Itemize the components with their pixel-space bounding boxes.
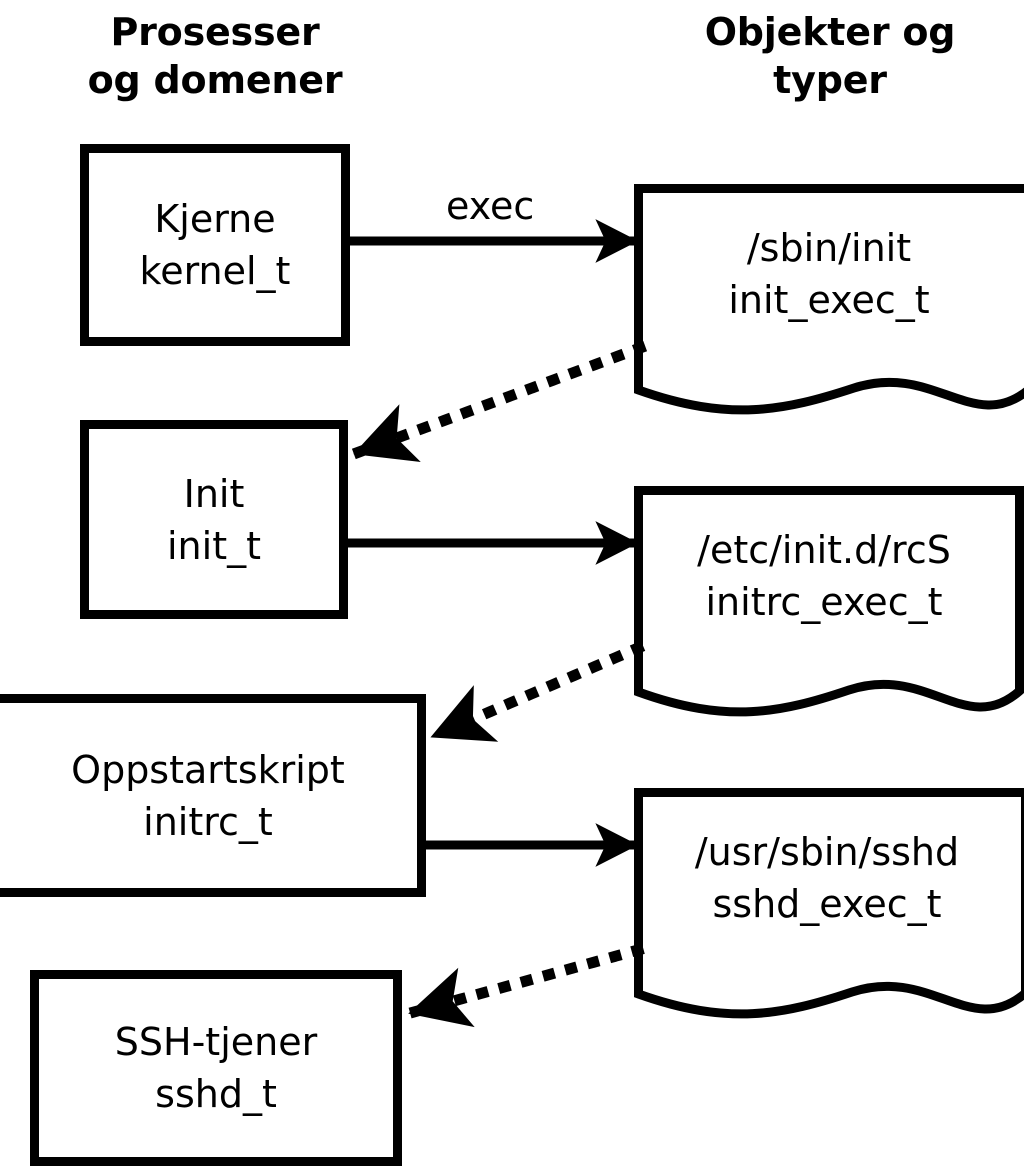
object-doc-init-exec[interactable] <box>634 184 1024 428</box>
process-box-sshd[interactable]: SSH-tjener sshd_t <box>30 970 402 1166</box>
process-box-sshd-label-line1: SSH-tjener <box>114 1020 318 1064</box>
column-header-processes: Prosesser og domener <box>87 10 343 102</box>
edge-init-exec-transition-init <box>351 340 648 462</box>
column-header-objects: Objekter og typer <box>704 10 956 102</box>
object-doc-initrc-exec-line1: /etc/init.d/rcS <box>697 528 951 572</box>
object-doc-sshd-exec[interactable] <box>634 788 1024 1032</box>
process-box-initrc-label-line1: Oppstartskript <box>71 747 345 792</box>
object-doc-init-exec-line1: /sbin/init <box>746 226 912 270</box>
process-box-kernel-label-line1: Kjerne <box>154 197 276 241</box>
object-doc-sshd-exec-line2: sshd_exec_t <box>712 882 942 926</box>
object-doc-sshd-exec-label: /usr/sbin/sshd sshd_exec_t <box>634 826 1020 930</box>
process-box-kernel[interactable]: Kjerne kernel_t <box>80 144 350 346</box>
object-doc-sshd-exec-line1: /usr/sbin/sshd <box>694 830 960 874</box>
process-box-init[interactable]: Init init_t <box>80 420 348 619</box>
process-box-initrc[interactable]: Oppstartskript initrc_t <box>0 694 426 897</box>
process-box-init-label-line1: Init <box>183 471 245 516</box>
process-box-sshd-label-line2: sshd_t <box>155 1072 277 1116</box>
process-box-initrc-label-line2: initrc_t <box>143 799 273 844</box>
process-box-kernel-label-line2: kernel_t <box>139 249 291 293</box>
edge-label-exec: exec <box>446 184 535 228</box>
object-doc-init-exec-line2: init_exec_t <box>728 278 930 322</box>
object-doc-initrc-exec-label: /etc/init.d/rcS initrc_exec_t <box>634 524 1014 628</box>
edge-sshd-exec-transition-sshd <box>407 943 645 1028</box>
process-box-init-label-line2: init_t <box>167 523 261 568</box>
object-doc-init-exec-label: /sbin/init init_exec_t <box>634 222 1024 326</box>
object-doc-initrc-exec-line2: initrc_exec_t <box>705 580 943 624</box>
edge-initrc-exec-transition-initrc <box>428 640 646 743</box>
object-doc-initrc-exec[interactable] <box>634 486 1024 730</box>
